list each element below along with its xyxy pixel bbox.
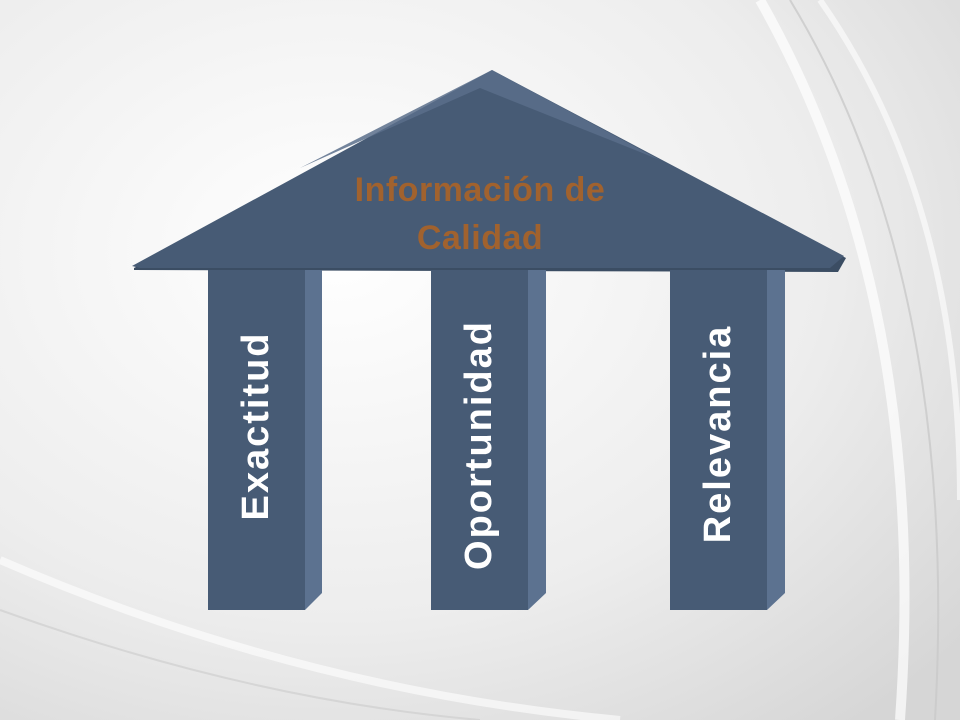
- pillar-label-oportunidad: Oportunidad: [458, 320, 500, 570]
- pillar-oportunidad: [431, 270, 528, 610]
- decorative-arc: [0, 609, 481, 720]
- pillar-relevancia: [670, 270, 767, 610]
- roof: [132, 70, 844, 268]
- decorative-arc: [817, 0, 960, 501]
- decorative-arc: [789, 0, 940, 720]
- decorative-arc: [0, 556, 621, 720]
- pillar-exactitud-side: [305, 270, 322, 610]
- roof-title: Información de Calidad: [280, 166, 680, 262]
- roof-title-line1: Información de: [354, 171, 606, 209]
- pillar-oportunidad-side: [528, 270, 546, 610]
- roof-title-line2: Calidad: [416, 219, 544, 257]
- decorative-arc: [755, 0, 910, 720]
- pillar-exactitud: [208, 270, 305, 610]
- pillar-relevancia-side: [767, 270, 785, 610]
- pillar-label-relevancia: Relevancia: [697, 324, 739, 544]
- pillar-label-exactitud: Exactitud: [235, 331, 277, 521]
